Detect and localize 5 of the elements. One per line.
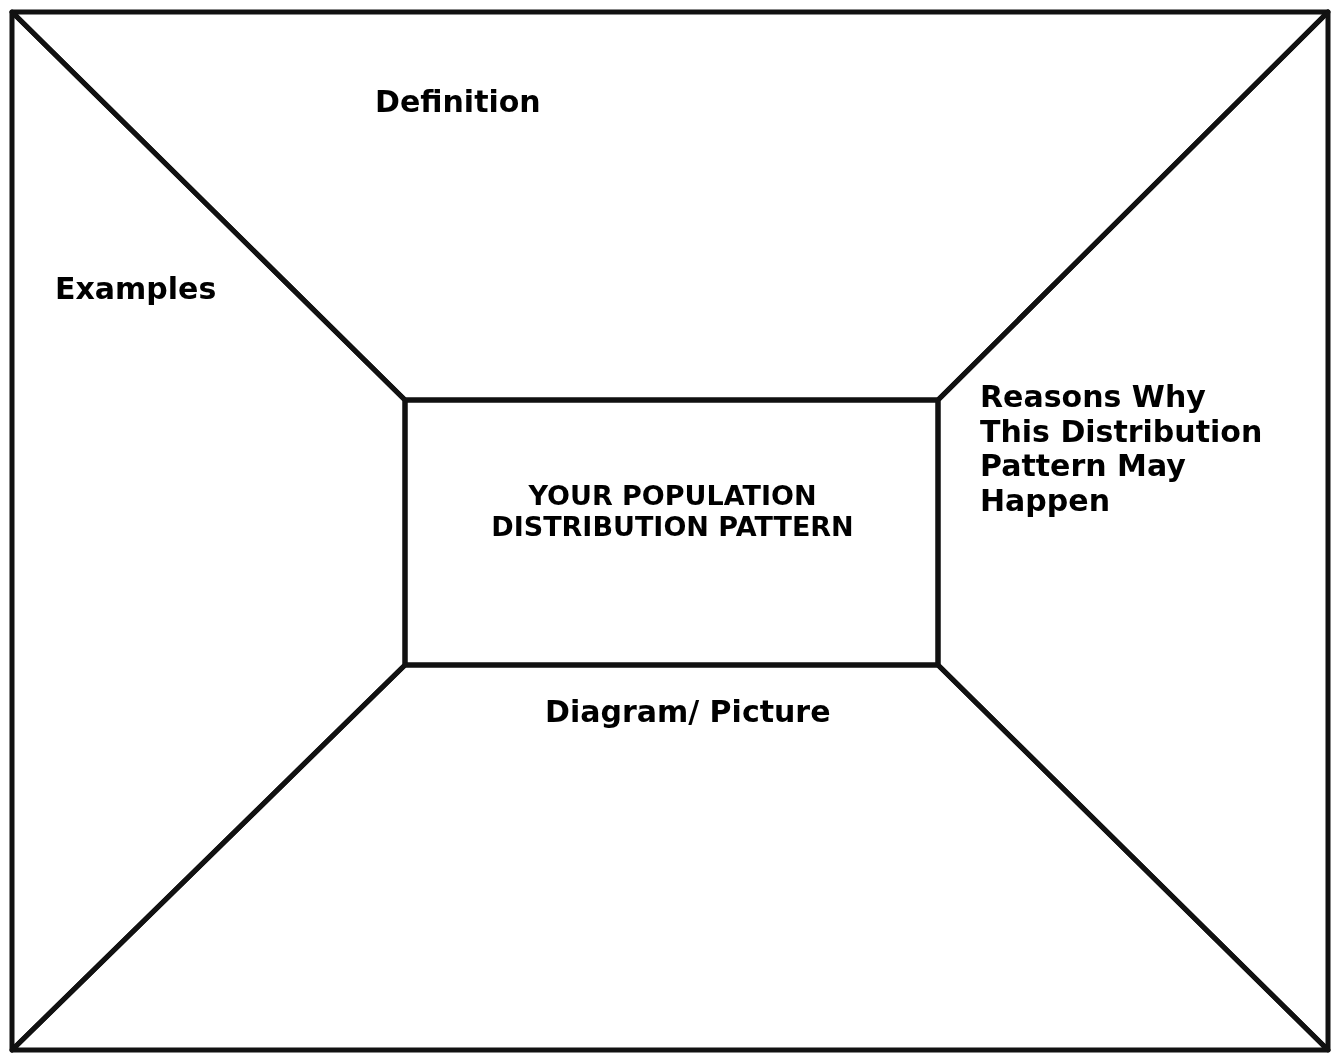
section-heading: Diagram/ Picture — [545, 695, 832, 730]
section-heading: Reasons Why This Distribution Pattern May Happen — [980, 380, 1264, 518]
section-heading: Examples — [55, 272, 218, 307]
center-title: YOUR POPULATION DISTRIBUTION PATTERN — [490, 480, 855, 543]
section-heading: Definition — [375, 85, 542, 120]
